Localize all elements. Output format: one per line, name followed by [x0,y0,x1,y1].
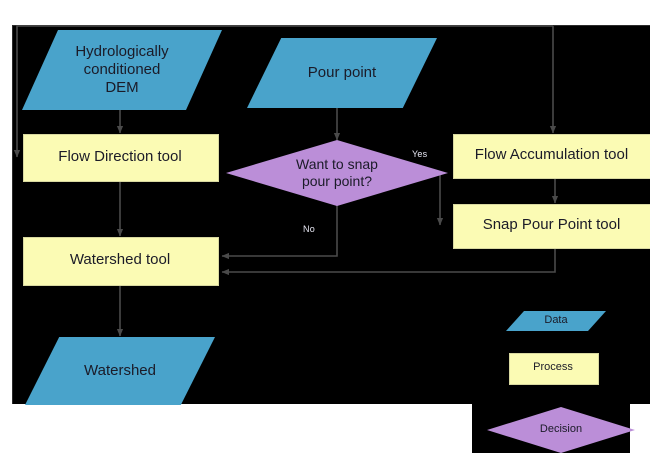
process-shape [23,237,219,286]
process-shape [509,353,599,385]
node-label: Watershed tool [69,251,171,269]
node-label: Snap Pour Point tool [482,216,621,234]
node-snap-pour-point-tool[interactable]: Snap Pour Point tool [453,204,650,249]
legend-item-process: Process [509,353,599,385]
node-flow-accumulation-tool[interactable]: Flow Accumulation tool [453,134,650,179]
node-label: Want to snap pour point? [296,155,378,189]
edge-label-yes: Yes [412,149,428,159]
legend-item-decision: Decision [487,407,635,453]
node-want-to-snap-pour-point-decision[interactable]: Want to snap pour point? [226,140,448,206]
node-label: Watershed [84,361,156,379]
data-shape [25,337,215,405]
node-label: Hydrologically conditioned DEM [75,42,169,97]
node-watershed[interactable]: Watershed [25,337,215,405]
legend-label: Data [544,314,568,327]
legend-item-data: Data [506,311,606,331]
node-label: Flow Accumulation tool [474,146,629,164]
node-watershed-tool[interactable]: Watershed tool [23,237,219,286]
node-label: Flow Direction tool [58,147,182,165]
legend-label: Decision [539,423,583,436]
node-pour-point[interactable]: Pour point [247,38,437,108]
data-shape [506,311,606,331]
edge-label-no: No [303,224,315,234]
legend-label: Process [533,361,573,374]
process-shape [453,204,650,249]
node-flow-direction-tool[interactable]: Flow Direction tool [23,134,219,182]
node-label: Pour point [307,63,377,81]
node-hydrologically-conditioned-dem[interactable]: Hydrologically conditioned DEM [22,30,222,110]
